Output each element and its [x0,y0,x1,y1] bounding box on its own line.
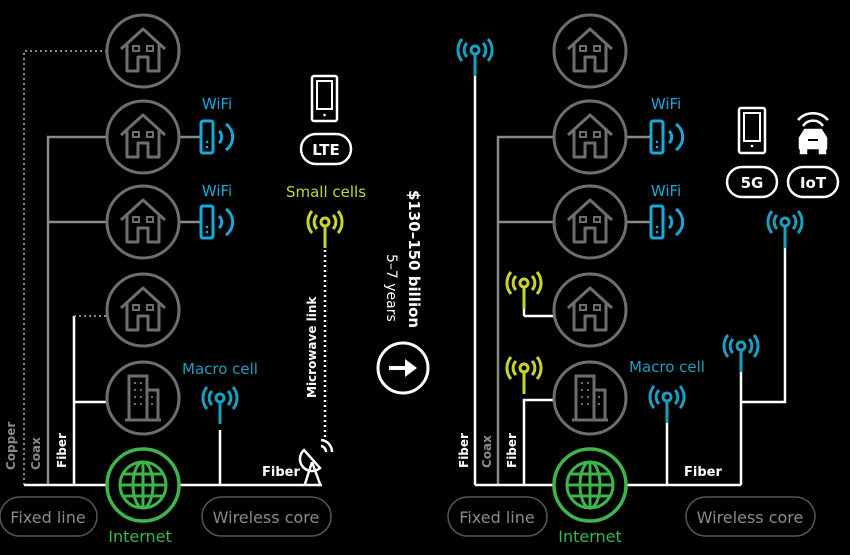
small-cells-label: Small cells [286,183,366,201]
coax-label: Coax [29,437,43,470]
globe-icon [105,447,181,523]
5g-badge [725,165,779,199]
wifi-link-lines [179,135,200,224]
satellite-dish-icon [298,438,334,485]
wireless-core-pill [201,496,332,537]
macro-cell-antenna-icon [648,384,686,425]
fiber-label: Fiber [262,465,300,480]
wifi-router-icon [199,119,235,155]
fiber-line [522,308,554,485]
macro-cell-antenna-icon [201,385,239,426]
house-icon [552,184,628,260]
5g-label: 5G [741,174,764,192]
fiber-line [72,316,107,485]
building-icon [105,360,181,436]
right-panel: 5G IoT WiFi WiFi Macro cell Fiber Coax F… [447,13,840,546]
coax-label: Coax [480,435,494,468]
connected-car-icon [797,111,829,155]
wifi-link-lines [626,135,650,224]
wireless-core-label: Wireless core [697,508,804,527]
small-cell-antenna-icon [505,270,543,311]
iot-label: IoT [800,174,827,192]
internet-label: Internet [108,527,172,546]
house-icon [105,272,181,348]
phone-icon [737,106,767,155]
left-panel: LTE WiFi WiFi Small cells Macro cell Mic… [0,13,366,546]
wireless-core-label: Wireless core [213,508,320,527]
globe-icon [552,447,628,523]
lte-badge [299,132,353,166]
house-icon [552,13,628,89]
fixed-line-pill [0,496,98,537]
wifi-router-icon [649,204,685,240]
macro-cell-label: Macro cell [629,358,705,376]
macro-cell-label: Macro cell [182,360,258,378]
timeframe: 5–7 years [383,254,399,322]
macro-cell-antenna-icon [456,37,494,78]
phone-icon [310,74,339,123]
lte-label: LTE [312,141,340,159]
fiber-label: Fiber [457,433,471,468]
coax-line [496,135,554,485]
small-cell-antenna-icon [306,209,344,250]
arrow-right-icon [376,341,430,395]
investment-amount: $130–150 billion [405,190,423,328]
wifi-label: WiFi [651,95,681,113]
house-icon [105,184,181,260]
fiber-label: Fiber [505,433,519,468]
small-cell-antenna-icon [505,355,543,396]
macro-cell-antenna-icon [722,333,760,374]
iot-badge [786,165,840,199]
house-icon [552,272,628,348]
fiber-label: Fiber [684,465,722,480]
wifi-router-icon [199,204,235,240]
wifi-label: WiFi [202,182,232,200]
copper-line [23,50,107,485]
copper-label: Copper [4,422,18,470]
house-icon [105,99,181,175]
wifi-label: WiFi [651,182,681,200]
fixed-line-label: Fixed line [459,508,534,527]
fixed-line-pill [447,496,548,537]
wireless-core-pill [685,496,816,537]
transition-callout: $130–150 billion 5–7 years [376,190,430,395]
microwave-link-label: Microwave link [305,296,319,398]
wifi-router-icon [649,119,685,155]
coax-line [46,135,107,485]
fixed-line-label: Fixed line [10,508,85,527]
wifi-label: WiFi [202,95,232,113]
macro-cell-antenna-icon [766,209,804,250]
house-icon [105,13,181,89]
internet-label: Internet [558,527,622,546]
house-icon [552,99,628,175]
fiber-label: Fiber [55,433,69,468]
building-icon [552,360,628,436]
